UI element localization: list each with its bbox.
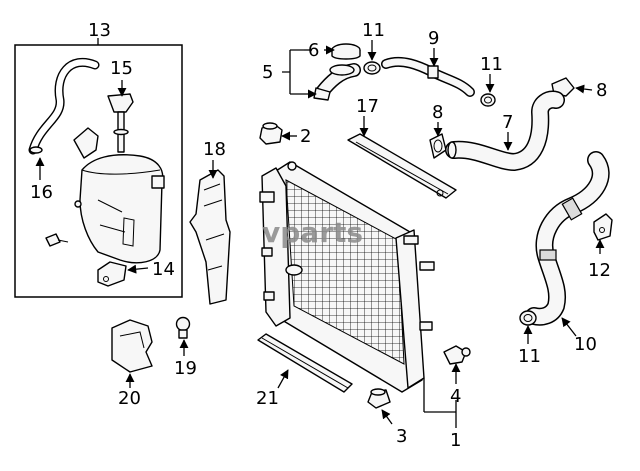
callout-13: 13 (88, 20, 111, 41)
hose-clamp-part-e (519, 310, 537, 326)
callout-17: 17 (356, 96, 379, 117)
callout-labels: 13 15 16 14 18 20 19 21 2 17 6 5 11 9 11… (30, 20, 611, 451)
lower-seal-part (111, 319, 153, 373)
callout-20: 20 (118, 388, 141, 409)
callout-12: 12 (588, 260, 611, 281)
radiator-cap-part (331, 43, 361, 60)
callout-16: 16 (30, 182, 53, 203)
callout-leaders (35, 40, 605, 428)
hose-clamp-part-a (363, 61, 381, 75)
push-clip-part (175, 316, 191, 339)
upper-hose-part (445, 90, 565, 172)
callout-11-lower: 11 (518, 346, 541, 367)
reservoir-hose-part (28, 58, 100, 155)
callout-8-right: 8 (596, 80, 607, 101)
callout-5: 5 (262, 62, 273, 83)
callout-14: 14 (152, 259, 175, 280)
filler-neck-part (313, 63, 361, 101)
lower-cushion-part (367, 388, 391, 409)
callout-2: 2 (300, 126, 311, 147)
reservoir-tank-part (74, 154, 165, 264)
hose-bracket-part (593, 213, 613, 241)
callout-18: 18 (203, 139, 226, 160)
side-baffle-part (189, 169, 231, 305)
radiator-part (259, 161, 435, 393)
watermark-logo: vparts (262, 216, 363, 249)
callout-11-right: 11 (480, 54, 503, 75)
callout-8-middle: 8 (432, 102, 443, 123)
callout-1: 1 (450, 430, 461, 451)
reservoir-bolt-part (45, 233, 69, 247)
callout-9: 9 (428, 28, 439, 49)
bypass-hose-part (381, 56, 475, 97)
callout-7: 7 (502, 112, 513, 133)
callout-10: 10 (574, 334, 597, 355)
callout-3: 3 (396, 426, 407, 447)
reservoir-bracket-part (73, 127, 99, 159)
reservoir-cap-part (107, 93, 134, 153)
callout-19: 19 (174, 358, 197, 379)
upper-support-part (347, 133, 457, 199)
drain-cock-part (443, 345, 471, 365)
upper-cushion-part (259, 122, 283, 145)
lower-hose-part (525, 151, 610, 326)
reservoir-mount-bracket-part (97, 261, 127, 287)
callout-4: 4 (450, 386, 461, 407)
lower-support-part (257, 333, 353, 393)
callout-15: 15 (110, 58, 133, 79)
callout-21: 21 (256, 388, 279, 409)
reservoir-group-frame (14, 38, 183, 298)
hose-clamp-part-d (429, 133, 447, 159)
hose-clamp-part-b (480, 93, 496, 107)
callout-6: 6 (308, 40, 319, 61)
callout-11-top: 11 (362, 20, 385, 41)
